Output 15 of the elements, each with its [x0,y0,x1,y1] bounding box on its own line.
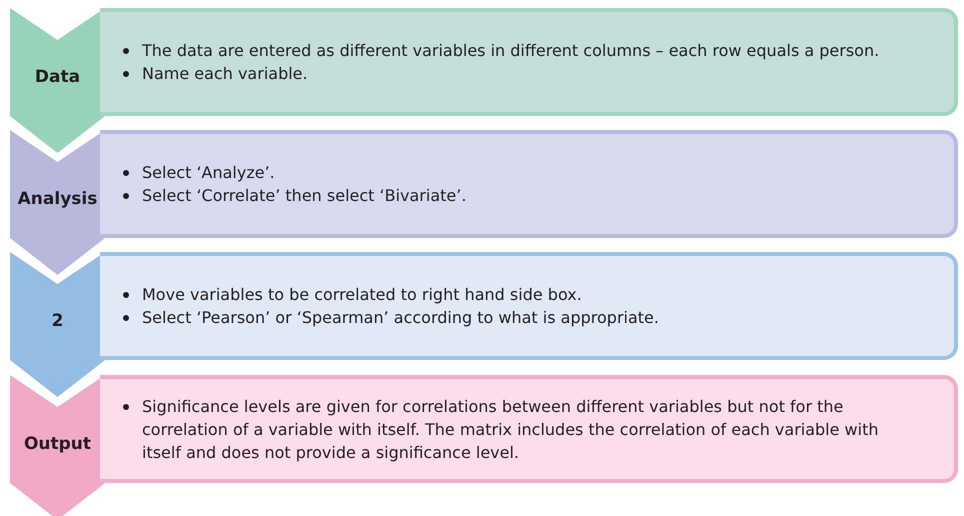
bullet-text: The data are entered as different variables in different columns – each row equals a person. [142,41,880,60]
bullet-text: Name each variable. [142,64,308,83]
step-box [100,130,958,238]
bullet-text: Select ‘Pearson’ or ‘Spearman’ according to what is appropriate. [142,308,659,327]
bullet-text: Significance levels are given for correlations between different variables but not for the correlation of a variable with itself. The matrix includes the correlation of each variable with itself and does not provide a significance level. [142,396,878,462]
bullet-text: Select ‘Correlate’ then select ‘Bivariate’. [142,186,466,205]
step-label: 2 [50,311,64,331]
step-label: Data [34,67,82,87]
step-box [100,8,958,116]
step-label: Output [22,434,92,454]
bullet-text: Move variables to be correlated to right hand side box. [142,285,582,304]
bullet-text: Select ‘Analyze’. [142,163,275,182]
step-label: Analysis [16,189,98,209]
step-box [100,252,958,360]
step-box [100,375,958,483]
